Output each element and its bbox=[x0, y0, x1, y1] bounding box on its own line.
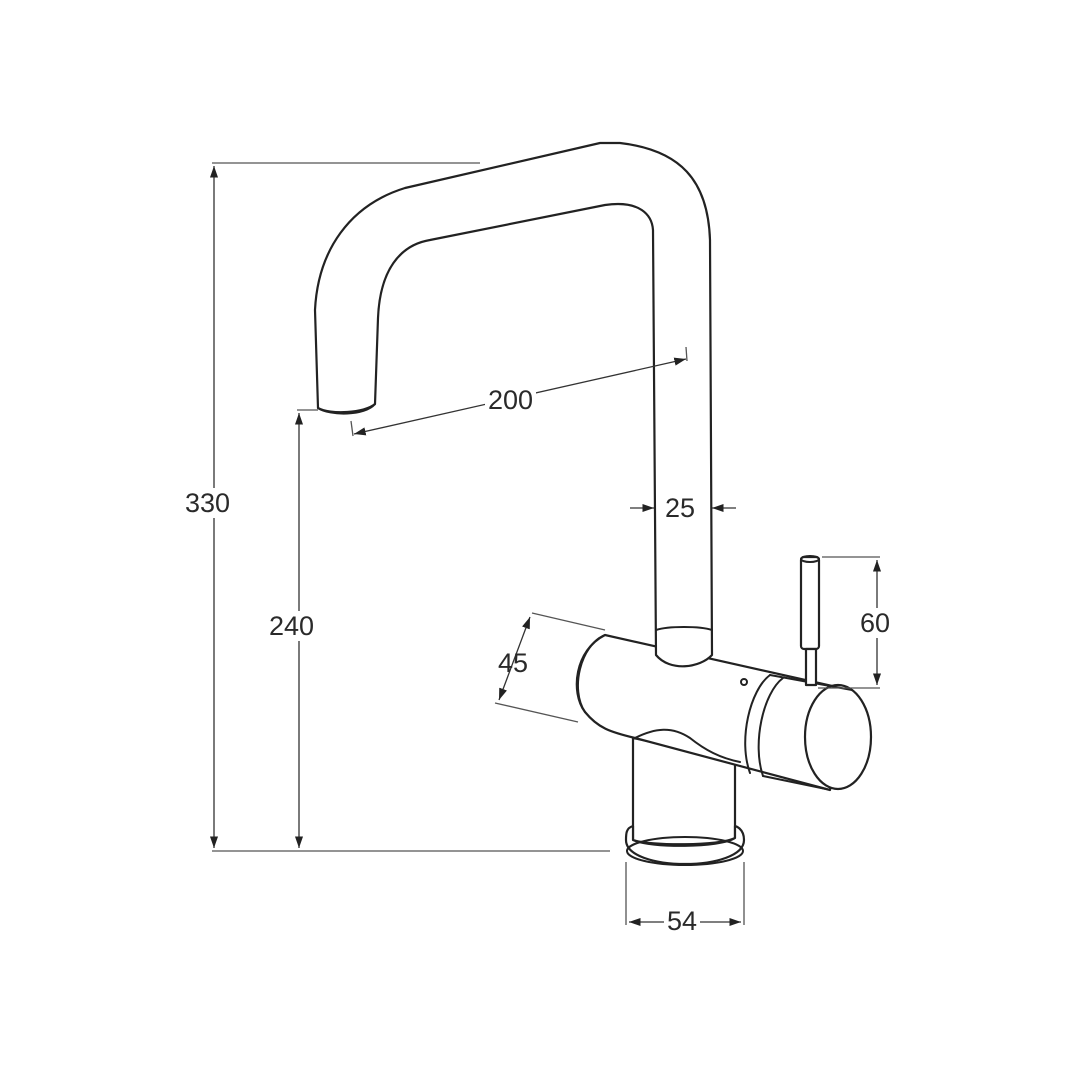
base-flange-bottom bbox=[626, 836, 744, 866]
label-spout-height: 240 bbox=[266, 611, 318, 641]
dimension-330 bbox=[209, 162, 610, 852]
body-left-end bbox=[576, 634, 606, 713]
lever-handle bbox=[799, 555, 821, 651]
lever-top bbox=[800, 555, 820, 563]
spout-collar-band bbox=[655, 626, 713, 631]
label-spout-diameter: 25 bbox=[663, 493, 698, 523]
label-handle-height: 60 bbox=[857, 608, 894, 638]
label-overall-height: 330 bbox=[182, 488, 234, 518]
temperature-indicator bbox=[740, 678, 748, 686]
spout-column bbox=[313, 141, 714, 668]
end-cap bbox=[803, 683, 873, 791]
body-saddle bbox=[634, 728, 741, 763]
label-spout-reach: 200 bbox=[485, 385, 537, 415]
lever-stem bbox=[804, 647, 818, 687]
label-body-diameter: 45 bbox=[498, 648, 529, 678]
faucet-outline bbox=[313, 141, 873, 866]
collar-ring bbox=[744, 674, 771, 774]
dimension-45 bbox=[494, 612, 606, 723]
base-flange bbox=[624, 824, 746, 866]
label-base-diameter: 54 bbox=[664, 906, 701, 936]
collar-ring-2 bbox=[757, 677, 784, 777]
